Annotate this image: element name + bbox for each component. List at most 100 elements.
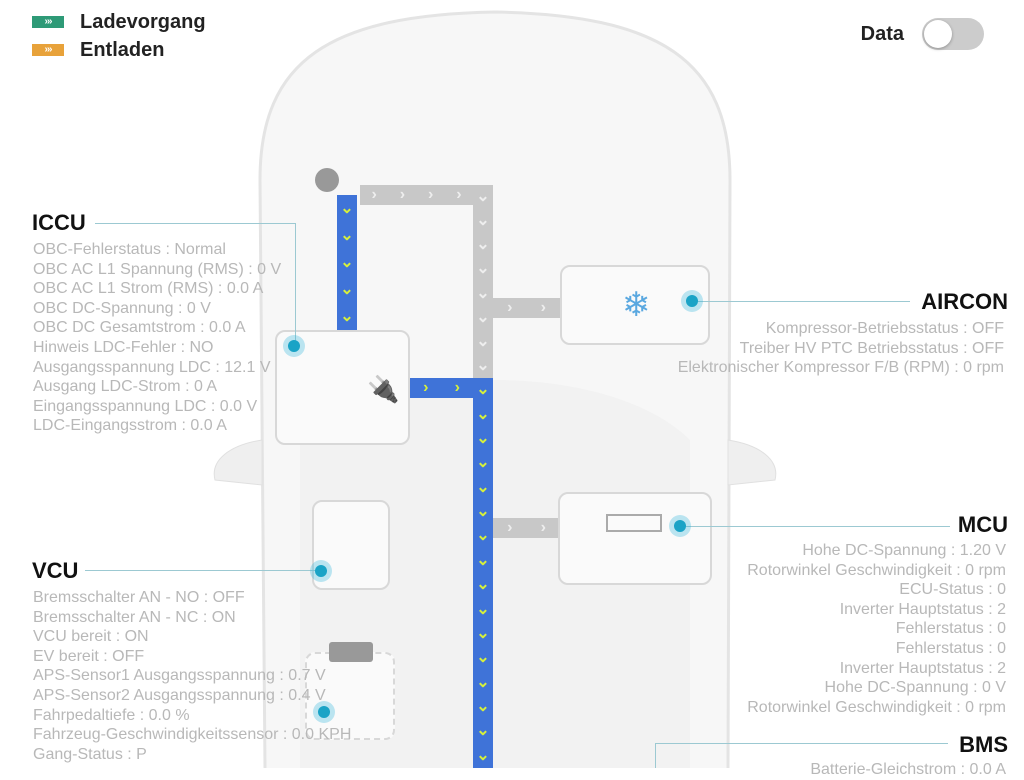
flow-arrow-icon: › [540,299,546,316]
flow-arrow-icon: ⌄ [476,478,490,496]
flow-arrow-icon: ⌄ [476,332,490,350]
data-line: Inverter Hauptstatus : 2 [839,600,1006,618]
vcu-connector [85,570,315,571]
discharging-swatch-icon: ››› [32,44,64,56]
iccu-connector [95,223,295,224]
data-line: VCU bereit : ON [33,628,149,646]
data-line: Rotorwinkel Geschwindigkeit : 0 rpm [747,561,1006,579]
legend-charging: ››› Ladevorgang [32,8,206,36]
flow-arrow-icon: ⌄ [476,527,490,545]
data-line: Ausgangsspannung LDC : 12.1 V [33,358,271,376]
flow-arrow-icon: › [454,379,460,396]
flow-arrow-icon: › [507,299,513,316]
data-line: Bremsschalter AN - NO : OFF [33,589,245,606]
aircon-module: ❄ [560,265,710,345]
vcu-dot[interactable] [315,565,327,577]
data-line: Fahrpedaltiefe : 0.0 % [33,706,190,724]
data-line: OBC DC Gesamtstrom : 0.0 A [33,319,246,337]
data-line: Bremsschalter AN - NC : ON [33,608,236,626]
data-line: Gang-Status : P [33,745,147,763]
pedal-dot[interactable] [318,706,330,718]
flow-arrow-icon: › [507,519,513,536]
flow-arrow-icon: › [371,186,377,203]
flow-arrow-icon: › [456,186,462,203]
bms-connector [655,743,948,744]
data-line: OBC DC-Spannung : 0 V [33,299,211,317]
snowflake-icon: ❄ [622,286,651,324]
iccu-connector-v [295,223,296,343]
iccu-dot[interactable] [288,340,300,352]
flow-arrow-icon: › [423,379,429,396]
charging-swatch-icon: ››› [32,16,64,28]
vcu-module [312,500,390,590]
data-line: Ausgang LDC-Strom : 0 A [33,378,218,396]
data-line: OBC AC L1 Strom (RMS) : 0.0 A [33,280,264,298]
flow-arrow-icon: ⌄ [340,226,354,244]
aircon-connector [695,301,910,302]
pedal-module [305,642,395,740]
flow-arrow-icon: ⌄ [476,236,490,254]
data-line: EV bereit : OFF [33,647,145,665]
flow-arrow-icon: ⌄ [476,503,490,521]
data-line: Elektronischer Kompressor F/B (RPM) : 0 … [677,359,1004,377]
flow-arrow-icon: ⌄ [340,253,354,271]
data-line: Treiber HV PTC Betriebsstatus : OFF [739,339,1004,357]
aircon-title: AIRCON [921,289,1008,314]
flow-arrow-icon: ⌄ [476,551,490,569]
flow-arrow-icon: ⌄ [476,188,490,206]
data-line: Fehlerstatus : 0 [895,639,1006,657]
aircon-dot[interactable] [686,295,698,307]
flow-arrow-icon: ⌄ [340,280,354,298]
flow-arrow-icon: ⌄ [476,356,490,374]
data-toggle-label: Data [860,22,904,45]
flow-arrow-icon: ⌄ [476,429,490,447]
bms-connector-v [655,743,656,768]
flow-arrow-icon: ⌄ [476,308,490,326]
idle-path-aircon: ›› [493,298,560,318]
flow-arrow-icon: › [427,186,434,203]
pedal-sensor-icon [329,642,373,662]
iccu-title: ICCU [32,210,86,235]
data-line: Rotorwinkel Geschwindigkeit : 0 rpm [747,698,1006,716]
flow-arrow-icon: ⌄ [476,698,490,716]
legend-label: Ladevorgang [80,10,206,33]
mcu-dot[interactable] [674,520,686,532]
mcu-display-icon [606,514,662,532]
legend: ››› Ladevorgang ››› Entladen [32,8,206,64]
charge-path-battery: ⌄⌄⌄⌄⌄⌄⌄⌄⌄⌄⌄⌄⌄⌄⌄⌄ [473,378,493,768]
legend-label: Entladen [80,38,165,61]
data-line: Eingangsspannung LDC : 0.0 V [33,397,258,415]
mcu-connector [685,526,950,527]
data-line: LDC-Eingangsstrom : 0.0 A [33,417,227,435]
charge-path-iccu: ›› [410,378,473,398]
flow-arrow-icon: ⌄ [340,199,354,217]
data-line: APS-Sensor2 Ausgangsspannung : 0.4 V [33,686,326,704]
flow-arrow-icon: › [399,186,406,203]
flow-arrow-icon: ⌄ [476,454,490,472]
flow-arrow-icon: › [540,519,546,536]
data-toggle-group: Data [861,18,984,50]
data-line: ECU-Status : 0 [899,581,1006,599]
flow-arrow-icon: ⌄ [476,284,490,302]
data-toggle[interactable] [922,18,984,50]
plug-icon: 🔌 [367,374,400,404]
data-line: Batterie-Gleichstrom : 0.0 A [810,761,1006,778]
legend-discharging: ››› Entladen [32,36,206,64]
flow-arrow-icon: ⌄ [476,600,490,618]
data-line: Fahrzeug-Geschwindigkeitssensor : 0.0 KP… [33,726,352,744]
flow-arrow-icon: ⌄ [476,624,490,642]
bms-title: BMS [959,732,1008,757]
idle-path-mcu: ›› [493,518,560,538]
mcu-title: MCU [957,512,1008,537]
data-line: Fehlerstatus : 0 [895,620,1006,638]
data-line: Hinweis LDC-Fehler : NO [33,338,214,356]
mcu-data: Hohe DC-Spannung : 1.20 V Rotorwinkel Ges… [747,541,1006,717]
data-line: Hohe DC-Spannung : 1.20 V [802,542,1006,559]
idle-path-top: › › › › [360,185,473,205]
flow-arrow-icon: ⌄ [476,381,490,399]
data-line: Hohe DC-Spannung : 0 V [824,679,1006,697]
flow-arrow-icon: ⌄ [476,649,490,667]
idle-path-vertical: ⌄⌄⌄⌄⌄⌄⌄⌄ [473,185,493,378]
